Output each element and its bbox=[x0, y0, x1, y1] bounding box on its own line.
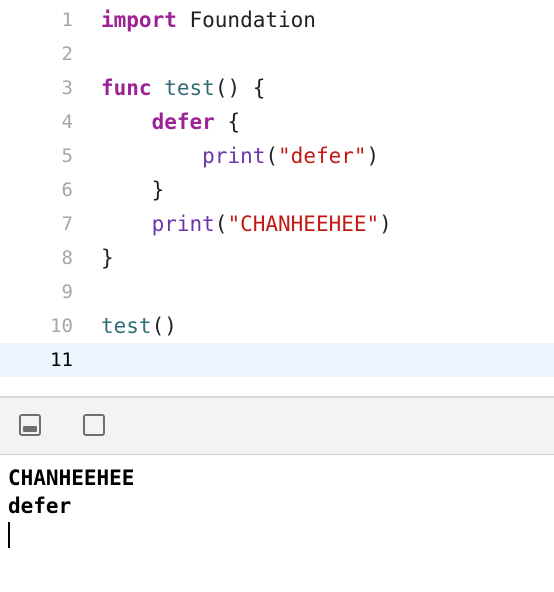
code-line-3[interactable]: 3 func test() { bbox=[0, 71, 554, 105]
show-console-icon[interactable] bbox=[83, 414, 105, 436]
line-number: 8 bbox=[61, 247, 73, 269]
line-number: 2 bbox=[61, 43, 73, 65]
code-text[interactable]: print("CHANHEEHEE") bbox=[101, 207, 392, 241]
line-number: 10 bbox=[50, 315, 73, 337]
code-line-10[interactable]: 10 test() bbox=[0, 309, 554, 343]
function-name-token: test bbox=[101, 314, 152, 338]
debug-area-divider[interactable] bbox=[0, 396, 554, 398]
code-token: ( bbox=[265, 144, 279, 168]
line-number: 11 bbox=[50, 349, 73, 371]
code-line-4[interactable]: 4 defer { bbox=[0, 105, 554, 139]
builtin-function-token: print bbox=[151, 212, 215, 236]
code-token: Foundation bbox=[176, 8, 316, 32]
code-line-6[interactable]: 6 } bbox=[0, 173, 554, 207]
line-number: 3 bbox=[61, 77, 73, 99]
function-name-token: test bbox=[164, 76, 215, 100]
code-line-5[interactable]: 5 print("defer") bbox=[0, 139, 554, 173]
code-text[interactable]: defer { bbox=[101, 105, 241, 139]
code-line-8[interactable]: 8 } bbox=[0, 241, 554, 275]
code-line-9[interactable]: 9 bbox=[0, 275, 554, 309]
code-token: ) bbox=[379, 212, 392, 236]
code-token: () { bbox=[214, 76, 266, 100]
hide-debug-area-icon[interactable] bbox=[19, 414, 41, 436]
text-cursor bbox=[8, 522, 10, 548]
code-text[interactable]: test() bbox=[101, 309, 177, 343]
code-text[interactable]: } bbox=[101, 241, 114, 275]
console-line: defer bbox=[8, 494, 72, 518]
line-number: 6 bbox=[61, 179, 73, 201]
code-token: () bbox=[151, 314, 177, 338]
console-divider bbox=[0, 454, 554, 455]
string-literal-token: "CHANHEEHEE" bbox=[227, 212, 380, 236]
code-token: ) bbox=[366, 144, 380, 168]
line-number: 4 bbox=[61, 111, 73, 133]
indent-token bbox=[101, 144, 202, 168]
code-token: } bbox=[101, 246, 114, 270]
code-token: ( bbox=[214, 212, 228, 236]
indent-token bbox=[101, 110, 152, 134]
builtin-function-token: print bbox=[202, 144, 266, 168]
code-token: { bbox=[214, 110, 241, 134]
string-literal-token: "defer" bbox=[278, 144, 367, 168]
code-token bbox=[152, 76, 165, 100]
indent-token bbox=[101, 212, 152, 236]
keyword-token: import bbox=[101, 8, 177, 32]
code-line-7[interactable]: 7 print("CHANHEEHEE") bbox=[0, 207, 554, 241]
line-number: 5 bbox=[61, 145, 73, 167]
code-token: } bbox=[101, 178, 165, 202]
code-editor[interactable]: 1 import Foundation 2 3 func test() { 4 … bbox=[0, 0, 554, 396]
code-text[interactable]: print("defer") bbox=[101, 139, 379, 173]
code-text[interactable]: func test() { bbox=[101, 71, 265, 105]
console-line: CHANHEEHEE bbox=[8, 466, 135, 490]
debug-toolbar bbox=[0, 398, 554, 454]
line-number: 9 bbox=[61, 281, 73, 303]
line-number: 7 bbox=[61, 213, 73, 235]
console-output[interactable]: CHANHEEHEE defer bbox=[0, 455, 554, 592]
keyword-token: func bbox=[101, 76, 152, 100]
code-text[interactable]: } bbox=[101, 173, 165, 207]
code-text[interactable]: import Foundation bbox=[101, 3, 316, 37]
code-line-1[interactable]: 1 import Foundation bbox=[0, 3, 554, 37]
line-number: 1 bbox=[61, 9, 73, 31]
code-line-2[interactable]: 2 bbox=[0, 37, 554, 71]
code-line-11-current[interactable]: 11 bbox=[0, 343, 554, 377]
keyword-token: defer bbox=[151, 110, 215, 134]
